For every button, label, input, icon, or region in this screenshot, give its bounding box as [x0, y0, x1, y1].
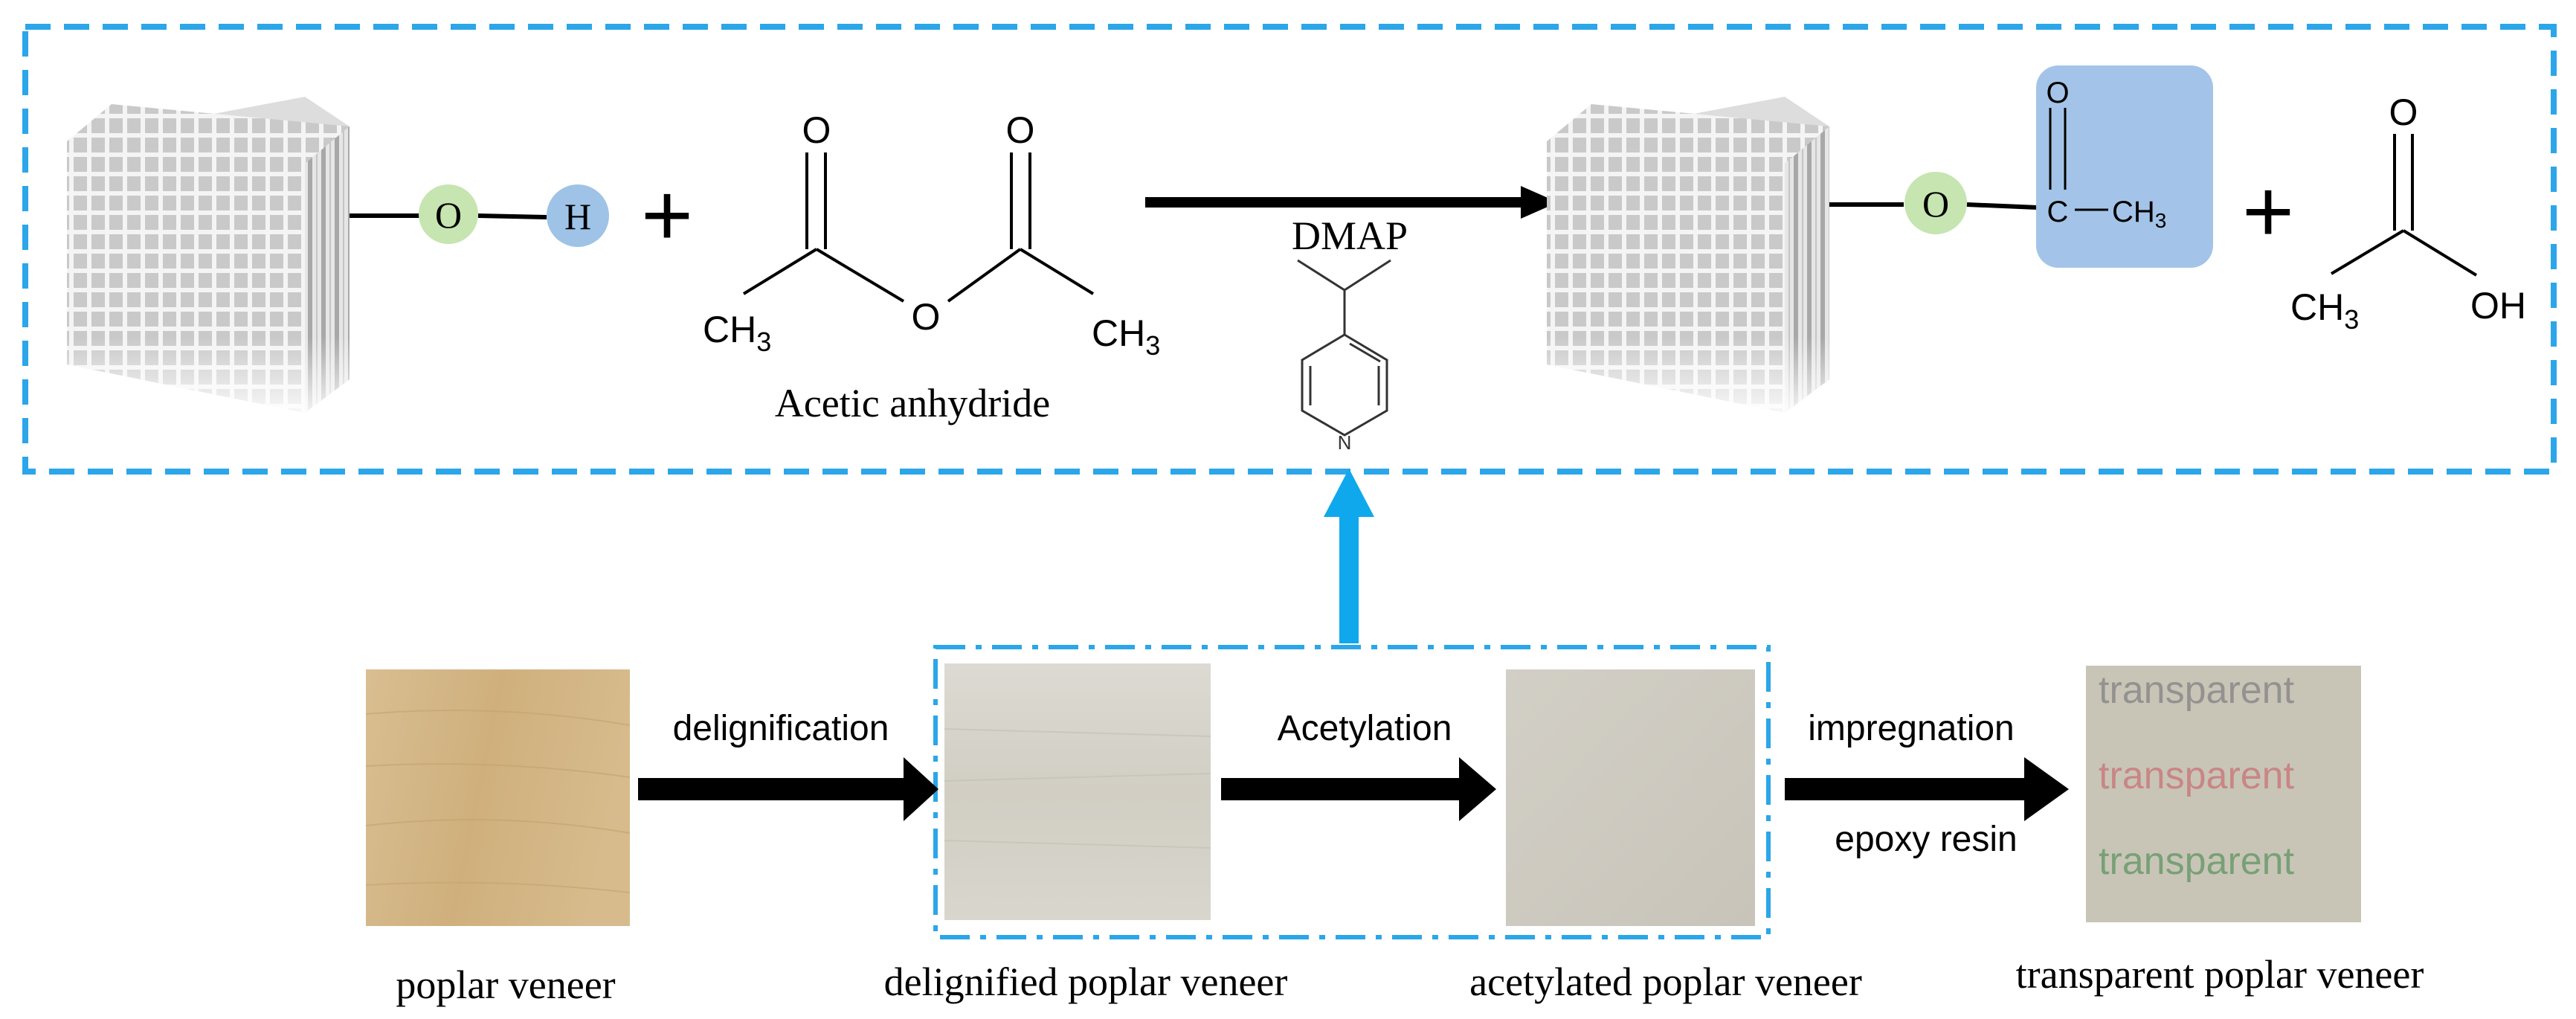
anhydride-ch3-right: CH3 — [1092, 312, 1160, 361]
transparent-text-overlay: transparent transparent transparent — [2099, 669, 2295, 883]
dmap-structure — [1297, 259, 1391, 437]
caption-delignified-veneer: delignified poplar veneer — [884, 959, 1288, 1004]
catalyst-label: DMAP — [1292, 213, 1408, 258]
acetyl-carbon: C — [2047, 196, 2069, 228]
process-arrow-shaft — [1785, 778, 2041, 800]
product-oxygen-label: O — [1922, 183, 1949, 225]
acetyl-highlight-box — [2036, 65, 2213, 268]
acid-ch3: CH3 — [2290, 286, 2359, 335]
arrow-label-epoxy-resin: epoxy resin — [1835, 820, 2017, 859]
process-arrow-head — [1459, 757, 1496, 821]
wood-cube-icon — [1544, 97, 1834, 417]
anhydride-o-top-left: O — [802, 109, 831, 151]
transparent-veneer-sample — [2086, 666, 2361, 922]
blue-up-arrow-shaft — [1339, 502, 1359, 643]
hydrogen-atom — [547, 184, 609, 247]
arrow-label-delignification: delignification — [673, 709, 889, 748]
wood-cube-icon — [64, 97, 354, 417]
anhydride-o-top-right: O — [1006, 109, 1035, 151]
acetylated-veneer-sample — [1506, 669, 1755, 926]
plus-sign: + — [2242, 161, 2294, 261]
svg-text:transparent: transparent — [2099, 754, 2295, 797]
reagent-label: Acetic anhydride — [775, 381, 1050, 425]
anhydride-ch3-left: CH3 — [703, 309, 771, 357]
wood-grain-lines — [365, 710, 631, 893]
process-arrow-shaft — [1221, 778, 1478, 800]
reaction-arrowhead — [1521, 186, 1558, 219]
acetyl-carbonyl-o: O — [2046, 77, 2069, 109]
dmap-ring-n: N — [1338, 431, 1352, 454]
bond-line — [477, 213, 547, 219]
arrow-label-impregnation: impregnation — [1808, 709, 2015, 748]
blue-up-arrow-head — [1324, 469, 1374, 517]
caption-acetylated-veneer: acetylated poplar veneer — [1469, 959, 1862, 1004]
process-arrow-shaft — [638, 778, 921, 800]
hydrogen-label: H — [564, 196, 591, 237]
acid-o-top: O — [2389, 91, 2418, 133]
acid-oh: OH — [2470, 285, 2526, 327]
poplar-veneer-sample — [366, 669, 630, 926]
arrow-label-acetylation: Acetylation — [1278, 709, 1452, 748]
svg-text:transparent: transparent — [2099, 840, 2295, 883]
plus-sign: + — [641, 165, 693, 265]
oxygen-atom — [419, 184, 478, 244]
acetic-acid-structure — [2330, 134, 2478, 277]
acetic-anhydride-structure — [742, 152, 1095, 303]
bond-line — [1966, 202, 2038, 210]
acetyl-ch3: CH3 — [2112, 196, 2166, 232]
oxygen-atom — [1904, 172, 1967, 234]
anhydride-o-bridge: O — [912, 296, 941, 338]
process-arrow-head — [2024, 757, 2069, 821]
acetyl-structure — [2049, 108, 2108, 211]
reaction-frame — [22, 24, 2557, 475]
caption-poplar-veneer: poplar veneer — [396, 962, 615, 1007]
svg-text:transparent: transparent — [2099, 669, 2295, 712]
delignified-texture — [944, 728, 1211, 849]
process-arrow-head — [904, 757, 938, 821]
acetylation-frame — [933, 645, 1771, 939]
caption-transparent-veneer: transparent poplar veneer — [2016, 952, 2424, 997]
oxygen-label: O — [435, 194, 462, 236]
delignified-veneer-sample — [944, 663, 1211, 920]
